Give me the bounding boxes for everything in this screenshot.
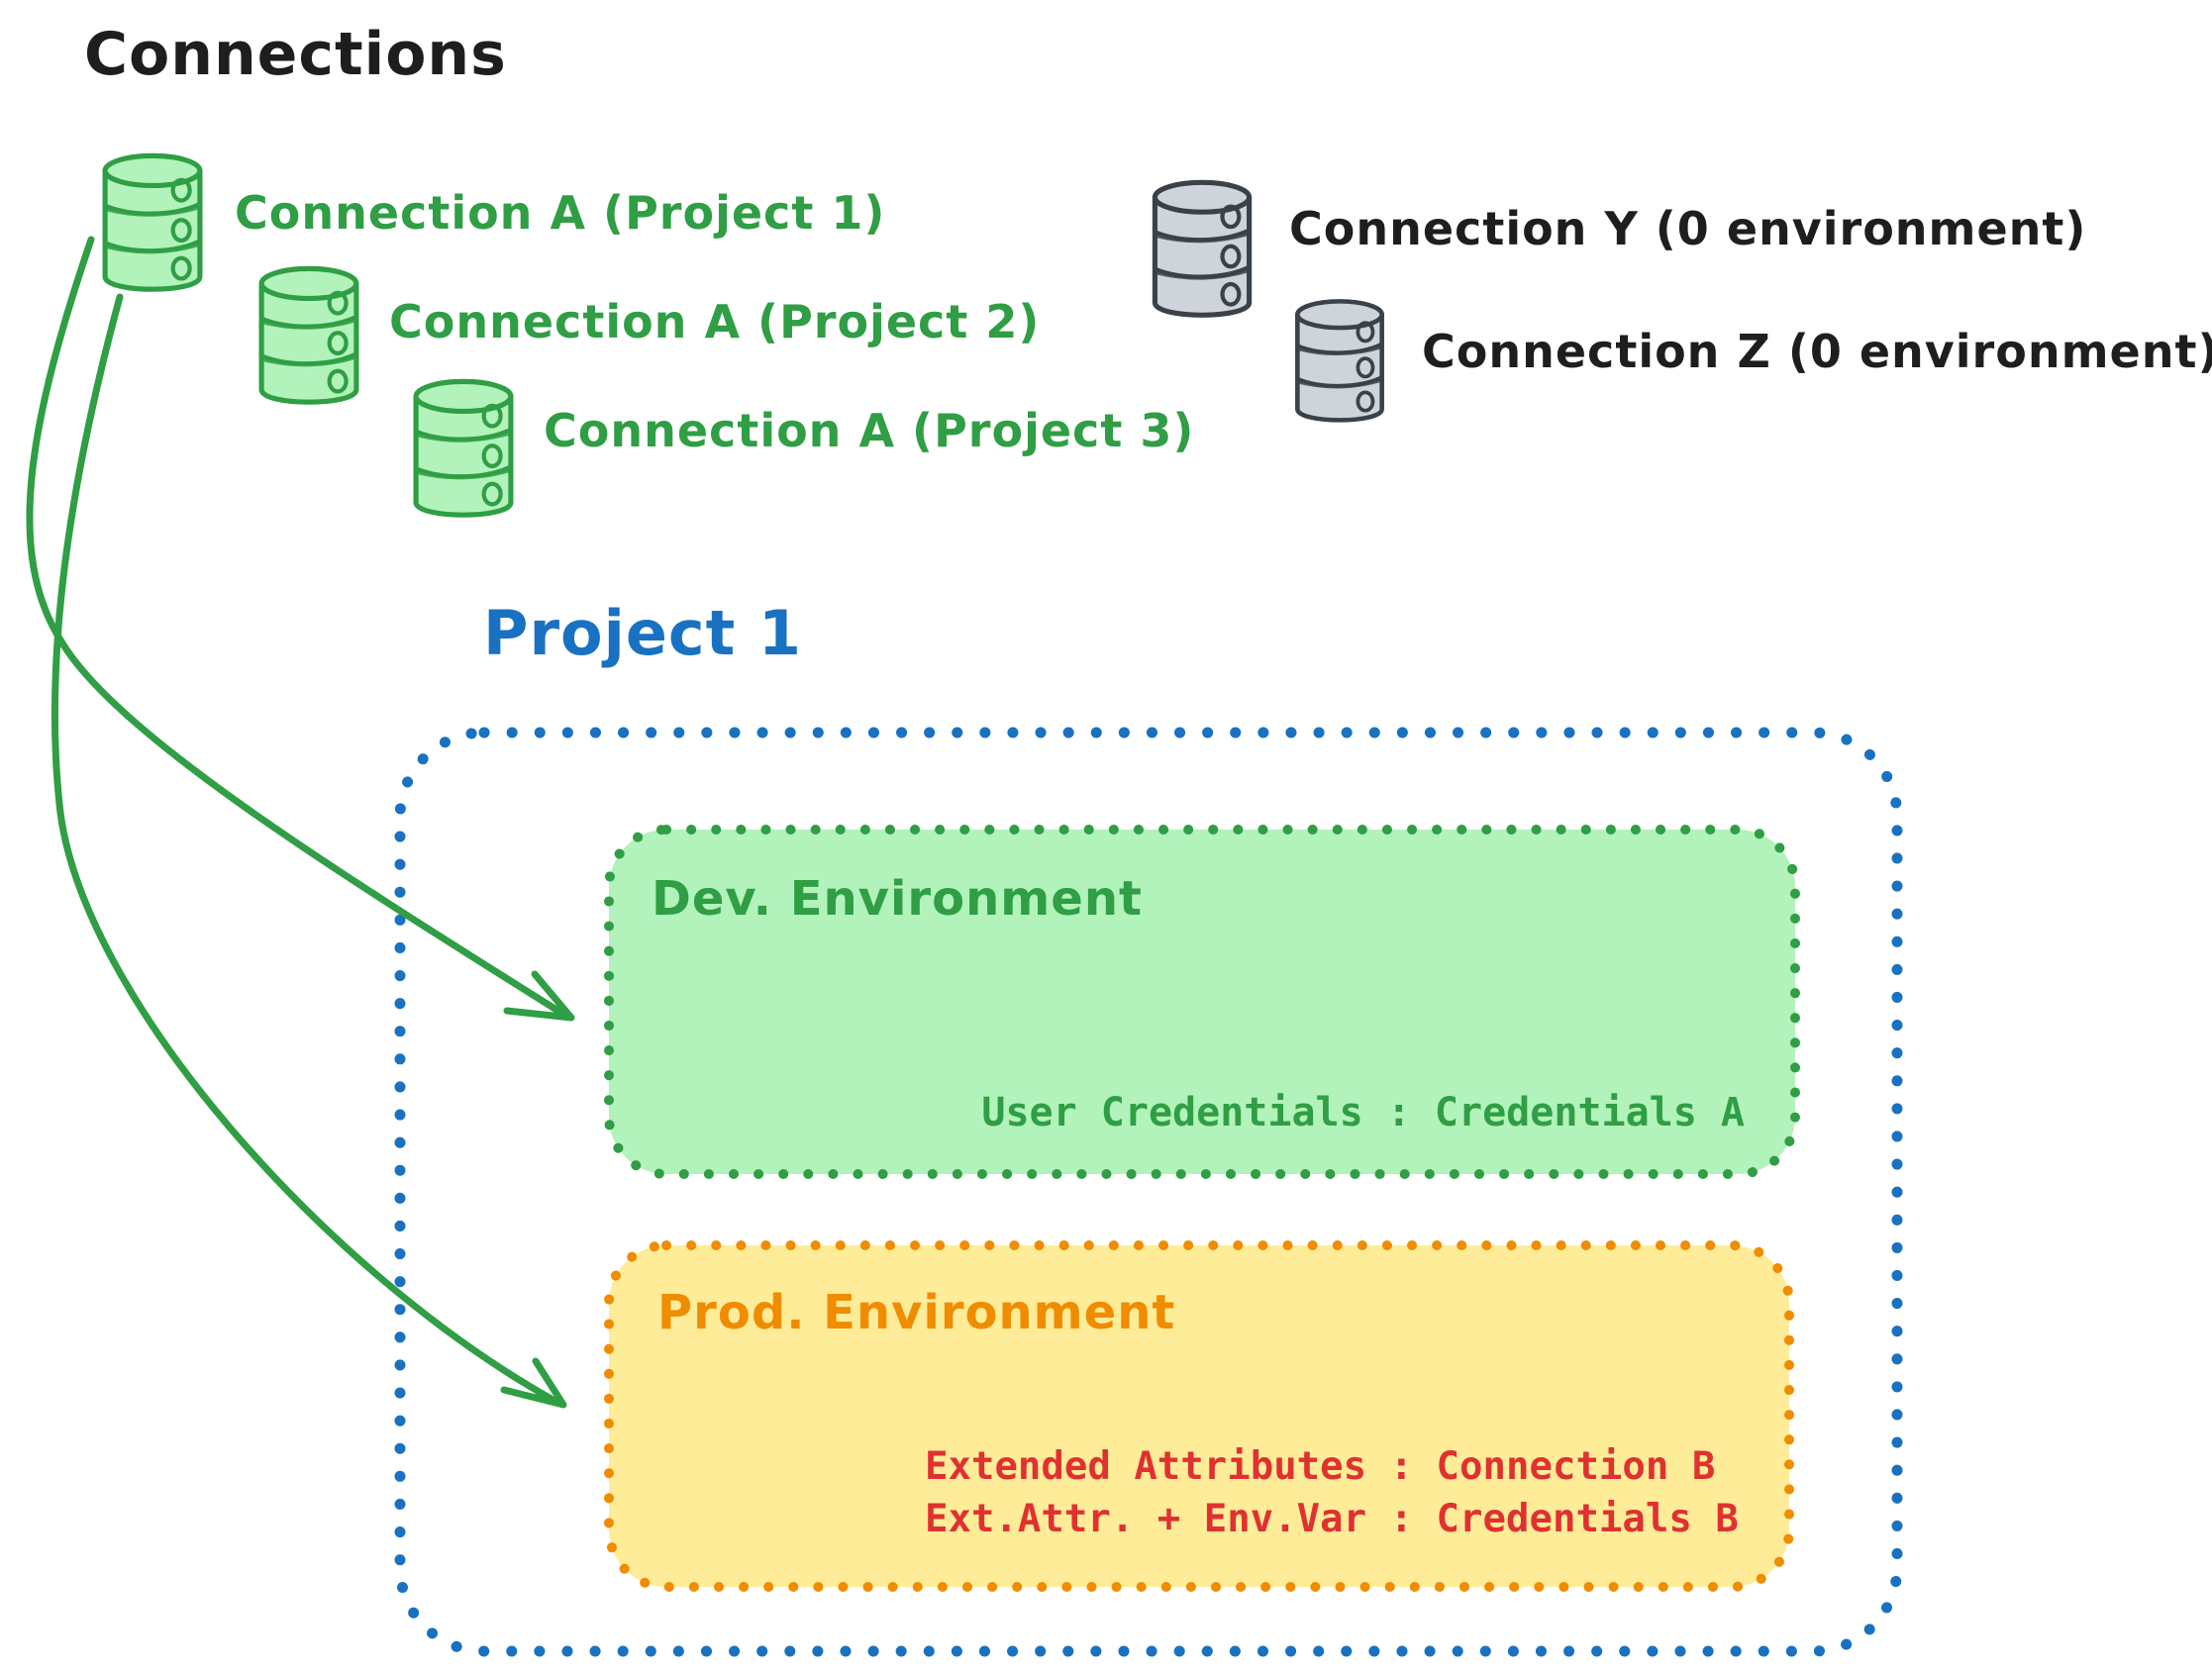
database-icon-connection-a-project-3	[416, 381, 511, 516]
project-1-title: Project 1	[483, 597, 803, 669]
database-icon-connection-a-project-2	[261, 268, 356, 403]
dev-environment-title: Dev. Environment	[652, 871, 1143, 927]
database-icon-connection-z	[1297, 301, 1382, 421]
prod-environment-credentials-text: Extended Attributes : Connection B Ext.A…	[925, 1440, 1739, 1545]
prod-credentials-line-1: Extended Attributes : Connection B	[925, 1444, 1716, 1489]
label-connection-z: Connection Z (0 environment)	[1422, 325, 2212, 378]
diagram-title: Connections	[84, 20, 507, 89]
dev-environment-credentials-text: User Credentials : Credentials A	[981, 1090, 1745, 1135]
label-connection-a-project-3: Connection A (Project 3)	[544, 404, 1195, 457]
label-connection-a-project-1: Connection A (Project 1)	[235, 186, 886, 240]
database-icon-connection-a-project-1	[105, 155, 200, 290]
prod-environment-title: Prod. Environment	[657, 1285, 1176, 1340]
prod-credentials-line-2: Ext.Attr. + Env.Var : Credentials B	[925, 1497, 1739, 1541]
label-connection-y: Connection Y (0 environment)	[1289, 202, 2087, 255]
label-connection-a-project-2: Connection A (Project 2)	[389, 295, 1041, 348]
database-icon-connection-y	[1155, 182, 1250, 316]
